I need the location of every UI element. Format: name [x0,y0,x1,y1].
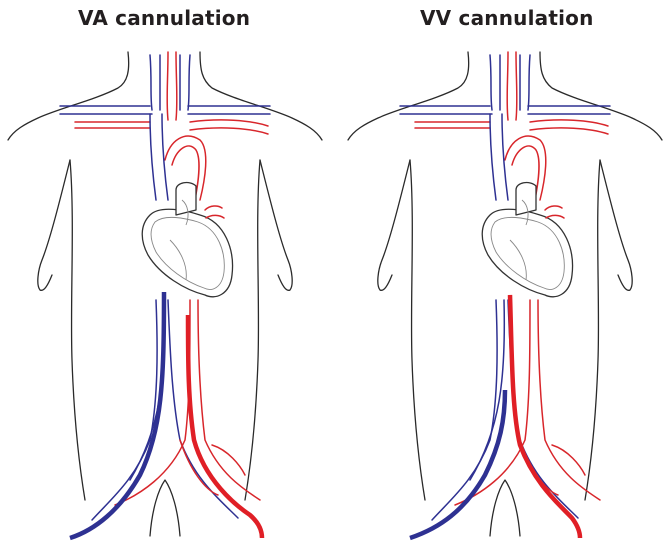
panel-vv [348,52,662,538]
drainage-cannula-va [70,292,164,538]
panel-va [8,52,322,538]
return-cannula-vv [510,295,580,538]
drainage-cannula-vv [410,390,505,538]
